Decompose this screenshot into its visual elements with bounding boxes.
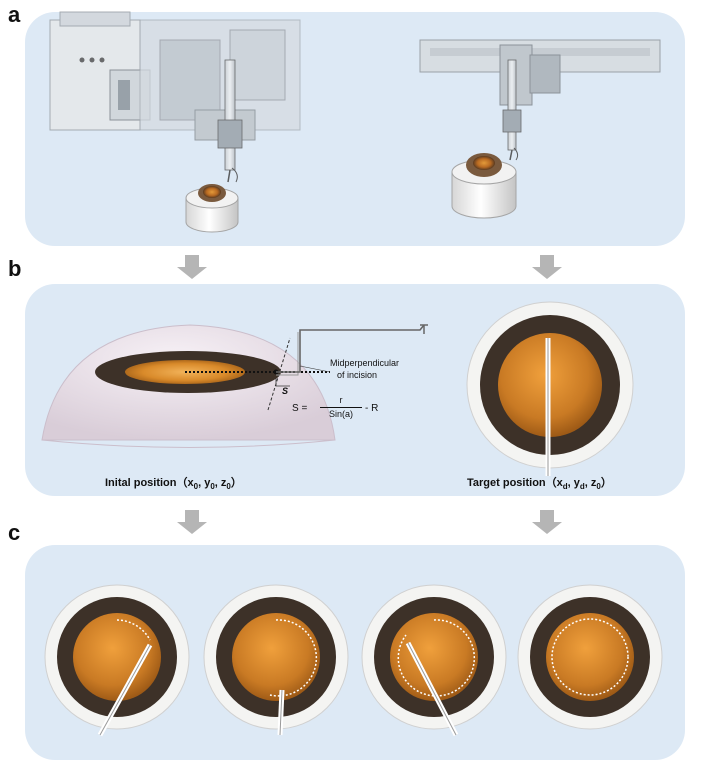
formula-fraction-bar xyxy=(320,407,362,408)
target-position-caption: Target position（xd, yd, z0） xyxy=(467,477,612,492)
panel-c-capsulotomy-sequence xyxy=(44,584,663,737)
panel-b-target-eye xyxy=(466,301,634,476)
panel-b-eye-section xyxy=(41,324,428,448)
right-eye-holder xyxy=(451,153,517,219)
panel-a-illustration xyxy=(49,11,661,233)
arrow-b-to-c-right xyxy=(532,510,562,534)
stage-2-eye xyxy=(203,584,349,736)
arrow-a-to-b-right xyxy=(532,255,562,279)
formula-rhs: - R xyxy=(365,403,379,414)
left-eye-holder xyxy=(185,184,239,233)
right-robot xyxy=(419,39,661,161)
s-label: S xyxy=(282,386,289,396)
panel-label-b: b xyxy=(8,256,22,281)
initial-position-caption: Inital position（x0, y0, z0） xyxy=(105,477,242,492)
stage-1-eye xyxy=(44,584,190,737)
formula-numerator: r xyxy=(339,395,343,405)
panel-label-c: c xyxy=(8,520,21,545)
midperpendicular-label-line2: of incision xyxy=(337,370,378,380)
arrow-a-to-b-left xyxy=(177,255,207,279)
stage-3-eye xyxy=(361,584,507,737)
left-robot xyxy=(49,11,301,183)
midperpendicular-label-line1: Midperpendicular xyxy=(330,358,400,368)
formula-denominator: Sin(a) xyxy=(328,409,353,419)
panel-label-a: a xyxy=(8,2,21,27)
stage-4-eye xyxy=(517,584,663,730)
arrow-b-to-c-left xyxy=(177,510,207,534)
formula-lhs: S = xyxy=(292,403,308,414)
